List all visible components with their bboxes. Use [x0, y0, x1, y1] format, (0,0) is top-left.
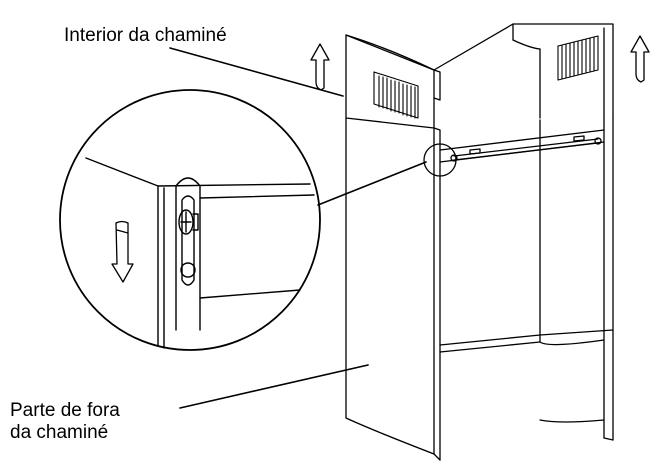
detail-callout	[59, 89, 457, 351]
label-outer-chimney-line2: da chaminé	[10, 422, 109, 443]
arrow-up-icon	[630, 35, 650, 83]
leader-line-inner	[169, 47, 344, 97]
label-outer-chimney: Parte de fora da chaminé	[10, 400, 120, 444]
detail-view	[85, 157, 315, 349]
arrow-down-icon	[111, 220, 134, 283]
vent-grille-left	[373, 71, 419, 119]
vent-grille-right	[557, 35, 599, 81]
label-inner-chimney: Interior da chaminé	[64, 25, 227, 46]
label-outer-chimney-line1: Parte de fora	[10, 400, 120, 421]
screw-icon	[178, 209, 199, 235]
arrow-up-icon	[310, 43, 330, 91]
inner-chimney	[345, 23, 614, 129]
outer-chimney	[345, 117, 614, 461]
leader-line-outer	[179, 364, 369, 409]
